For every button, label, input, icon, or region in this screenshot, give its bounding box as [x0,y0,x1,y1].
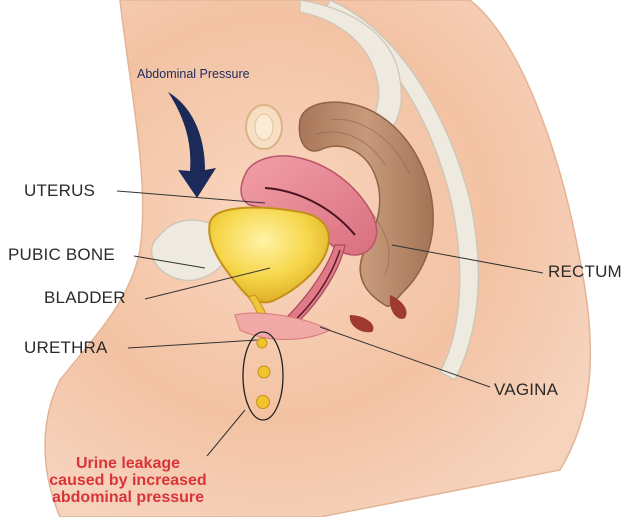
urethra-label: URETHRA [24,338,108,358]
pubic-bone-label: PUBIC BONE [8,245,115,265]
vagina-label: VAGINA [494,380,558,400]
caption-line-3: abdominal pressure [12,489,244,506]
bladder-label: BLADDER [44,288,126,308]
uterus-label: UTERUS [24,181,95,201]
urine-drop [257,396,270,409]
caption-line-1: Urine leakage [12,455,244,472]
leakage-caption: Urine leakage caused by increased abdomi… [12,455,244,506]
abdominal-pressure-label: Abdominal Pressure [137,67,250,81]
urine-drop [258,366,270,378]
urine-drop [257,338,267,348]
rectum-label: RECTUM [548,262,622,282]
caption-line-2: caused by increased [12,472,244,489]
